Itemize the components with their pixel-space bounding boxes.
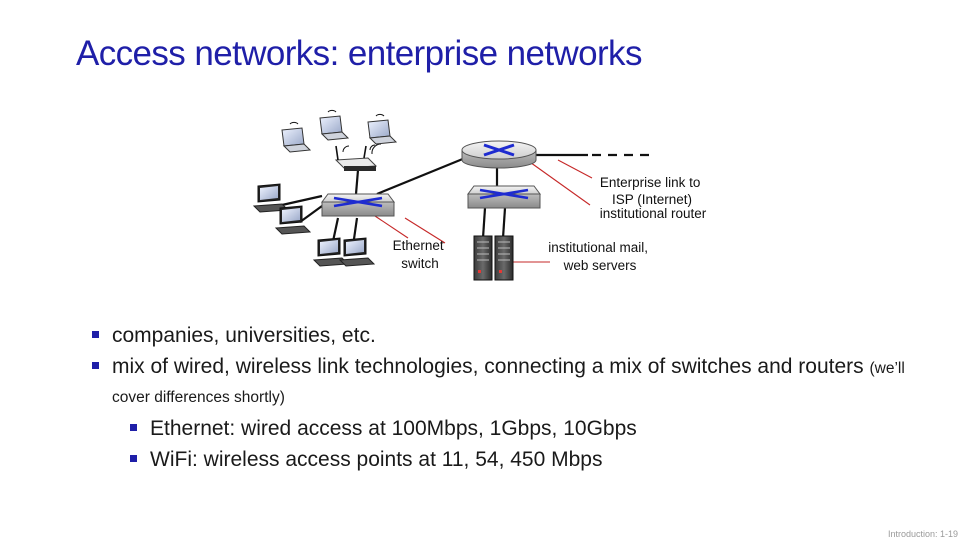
desktop-computer-icon — [252, 183, 290, 213]
list-item: WiFi: wireless access points at 11, 54, … — [126, 446, 938, 473]
network-links — [281, 154, 507, 247]
note-text: (we’ll cover differences shortly) — [112, 360, 905, 406]
sub-bullet-list: Ethernet: wired access at 100Mbps, 1Gbps… — [112, 415, 938, 473]
list-item: companies, universities, etc. — [88, 322, 938, 349]
enterprise-link-label: Enterprise link to ISP (Internet) — [600, 175, 704, 207]
bullet-square-icon — [92, 362, 99, 369]
wireless-laptop-icon — [367, 113, 398, 145]
desktop-computer-icon — [274, 205, 312, 235]
bullet-square-icon — [130, 424, 137, 431]
slide-footer: Introduction: 1-19 — [887, 529, 958, 539]
bullet-square-icon — [130, 455, 137, 462]
list-item: Ethernet: wired access at 100Mbps, 1Gbps… — [126, 415, 938, 442]
servers-label: institutional mail, web servers — [548, 240, 652, 273]
server-icon — [494, 235, 514, 281]
wireless-laptop-icon — [281, 121, 312, 153]
ethernet-switch-label: Ethernet switch — [393, 238, 448, 271]
slide-title: Access networks: enterprise networks — [76, 34, 642, 73]
router-icon — [461, 140, 537, 169]
desktop-computer-icon — [338, 237, 376, 267]
network-diagram: Enterprise link to ISP (Internet) instit… — [252, 109, 707, 281]
ethernet-switch-icon — [321, 193, 395, 217]
institutional-router-label: institutional router — [600, 206, 707, 221]
server-icon — [473, 235, 493, 281]
callout-lines — [374, 159, 593, 263]
wireless-access-point-icon — [334, 143, 382, 171]
bullet-square-icon — [92, 331, 99, 338]
enterprise-switch-icon — [467, 185, 541, 209]
list-item: mix of wired, wireless link technologies… — [88, 353, 938, 473]
bullet-list: companies, universities, etc. mix of wir… — [88, 322, 938, 477]
wireless-laptop-icon — [319, 109, 350, 141]
